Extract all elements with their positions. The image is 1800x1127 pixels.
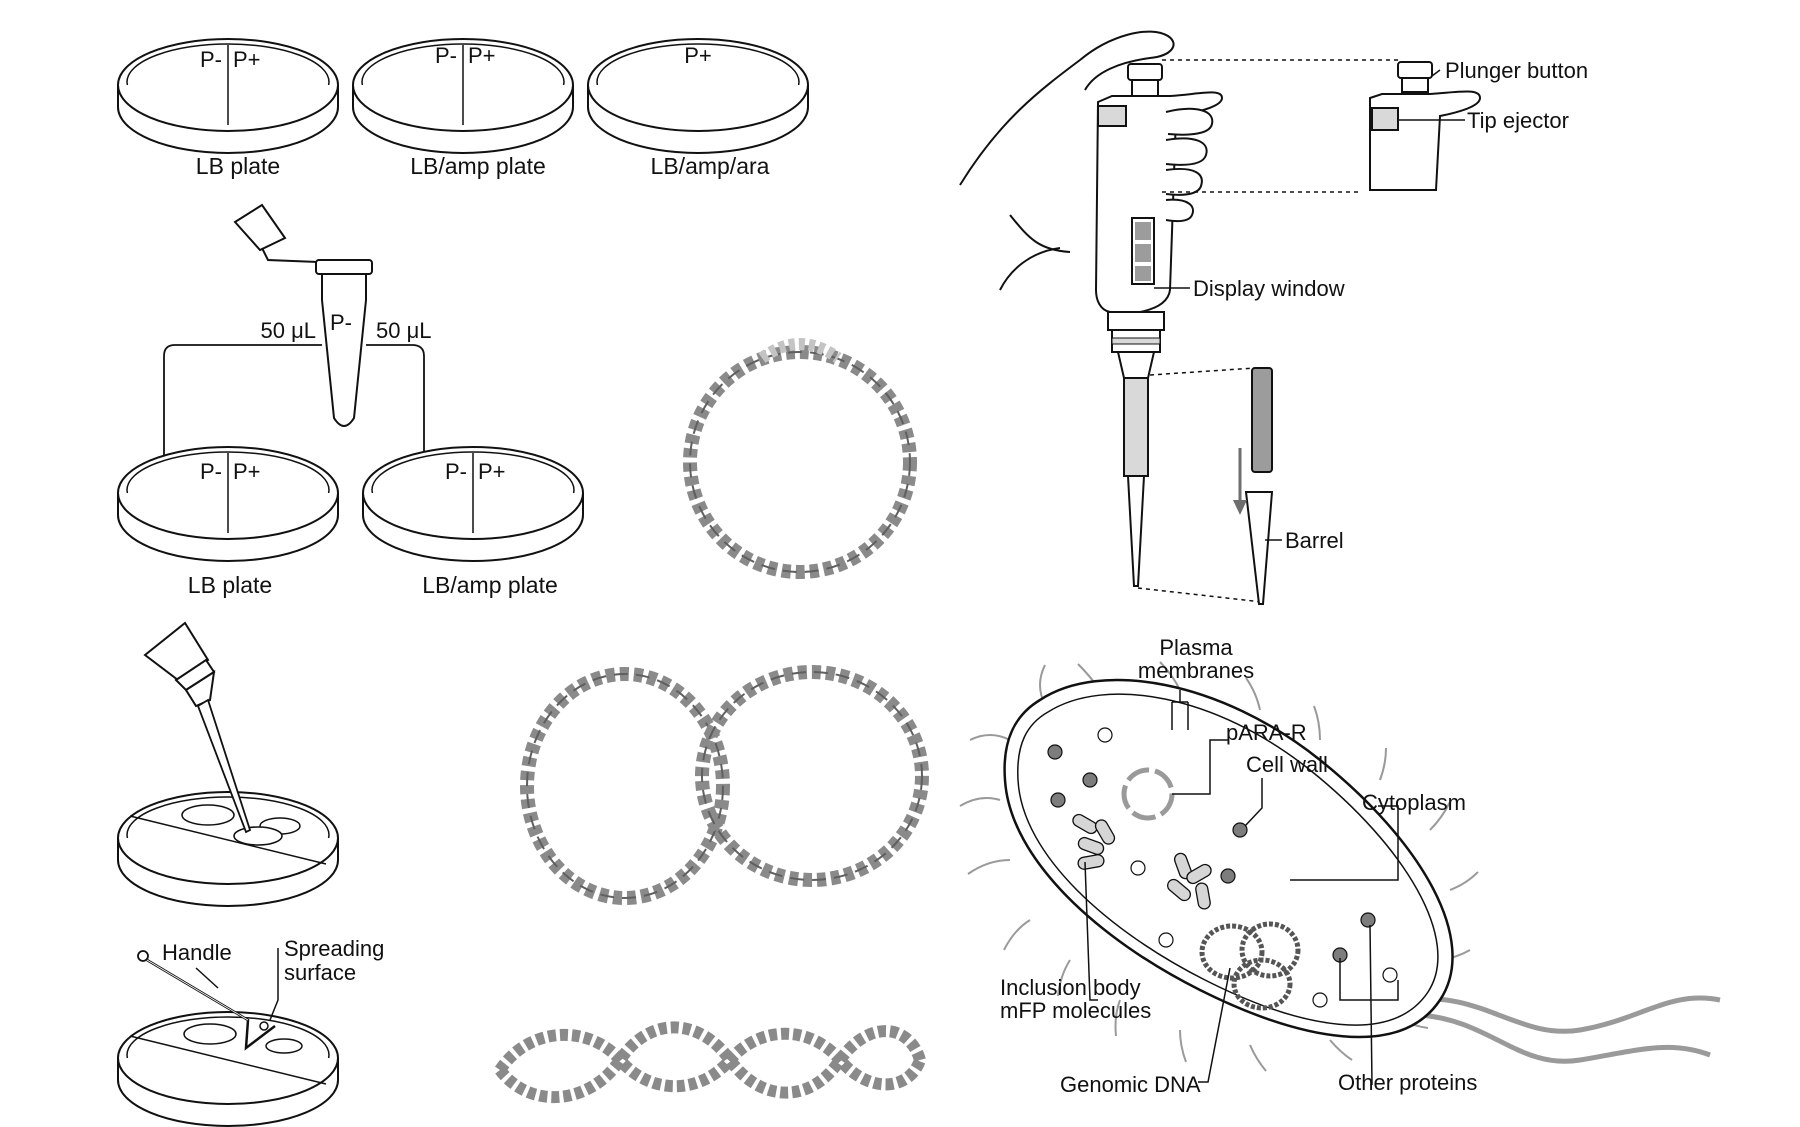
plasma-membranes-label-line1: Plasma: [1159, 635, 1233, 660]
genomic-dna-icon: [1199, 921, 1301, 1011]
plate-mark-minus: P-: [200, 459, 222, 484]
plate-label: LB/amp/ara: [651, 153, 770, 179]
plunger-button-label: Plunger button: [1445, 58, 1588, 83]
plate-mark-plus: P+: [684, 43, 712, 68]
plate-mark-minus: P-: [200, 47, 222, 72]
plate-mark-plus: P+: [478, 459, 506, 484]
plate-mark-minus: P-: [445, 459, 467, 484]
plate-lb-amp: P- P+: [362, 446, 584, 562]
right-transfer-arrow: [366, 344, 425, 490]
cell-wall-label: Cell wall: [1246, 752, 1328, 777]
barrel-label: Barrel: [1285, 528, 1344, 553]
genomic-dna-label: Genomic DNA: [1060, 1072, 1201, 1097]
spreader-illustration: Handle Spreading surface: [117, 936, 384, 1127]
tip-ejector-icon: [1097, 105, 1127, 127]
display-window-label: Display window: [1193, 276, 1345, 301]
plate-lb-amp-ara: P+: [587, 38, 809, 154]
inclusion-body-icon: [1072, 813, 1212, 910]
plate-label: LB/amp plate: [410, 153, 546, 179]
plate-label: LB/amp plate: [422, 572, 558, 598]
flagella: [959, 661, 1721, 1072]
spreading-surface-label-line1: Spreading: [284, 936, 384, 961]
barrel-icon: [1244, 491, 1274, 605]
other-proteins-label: Other proteins: [1338, 1070, 1477, 1095]
plate-lb-amp: P- P+: [352, 38, 574, 154]
tube-label: P-: [330, 310, 352, 335]
pipette-tip-icon: [143, 621, 252, 834]
microcentrifuge-tube-icon: [233, 203, 373, 427]
bacterium-illustration: Plasma membranes pARA-R Cell wall Cytopl…: [959, 635, 1721, 1097]
hand-outline: [959, 30, 1175, 186]
cytoplasm-label: Cytoplasm: [1362, 790, 1466, 815]
left-transfer-arrow: [163, 344, 322, 490]
micropipette-illustration: Plunger button Tip ejector Display windo…: [959, 30, 1588, 605]
plate-mark-plus: P+: [233, 459, 261, 484]
bottom-plates: P- P+ LB plate P- P+ LB/amp plate: [117, 446, 584, 598]
plasmid-label: pARA-R: [1226, 720, 1307, 745]
spreading-surface-label-line2: surface: [284, 960, 356, 985]
plate-mark-minus: P-: [435, 43, 457, 68]
left-volume: 50 μL: [261, 318, 317, 343]
handle-label: Handle: [162, 940, 232, 965]
plasma-membranes-label-line2: membranes: [1138, 658, 1254, 683]
spreader-icon: [137, 950, 276, 1051]
circular-plasmid-dna-icon: [683, 338, 917, 579]
plate-label: LB plate: [188, 572, 272, 598]
plate-label: LB plate: [196, 153, 280, 179]
tip-ejector-label: Tip ejector: [1467, 108, 1569, 133]
right-volume: 50 μL: [376, 318, 432, 343]
plate-lb: P- P+: [117, 446, 339, 562]
pipette-dispensing: [117, 621, 339, 907]
dna-illustrations: [495, 338, 929, 1104]
catenated-dna-icon: [520, 665, 929, 905]
plate-mark-plus: P+: [468, 43, 496, 68]
plate-lb: P- P+: [117, 38, 339, 154]
inclusion-body-label-line2: mFP molecules: [1000, 998, 1151, 1023]
plunger-button-icon: [1127, 63, 1163, 81]
top-plates: P- P+ LB plate P- P+ LB/amp plate P+ LB/…: [117, 38, 809, 179]
plate-mark-plus: P+: [233, 47, 261, 72]
tube-transfer: P- 50 μL 50 μL: [158, 203, 432, 496]
supercoiled-dna-icon: [495, 1021, 926, 1104]
inclusion-body-label-line1: Inclusion body: [1000, 975, 1141, 1000]
